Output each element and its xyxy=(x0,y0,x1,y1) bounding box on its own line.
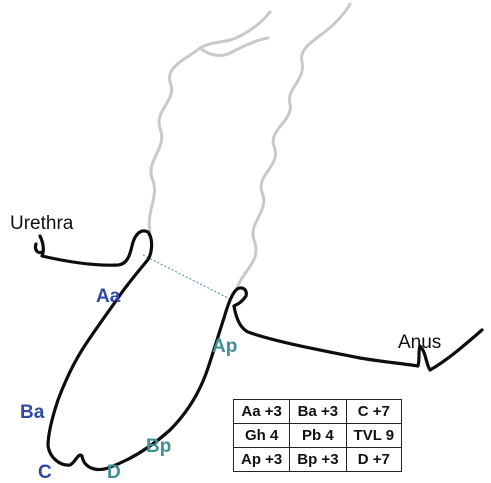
point-ba-label: Ba xyxy=(20,402,45,423)
prolapse-outline xyxy=(46,260,248,472)
popq-cell: Gh 4 xyxy=(232,423,291,448)
popq-grid: Aa +3 Ba +3 C +7 Gh 4 Pb 4 TVL 9 Ap +3 B… xyxy=(232,399,403,472)
urethra-outline xyxy=(33,229,154,267)
popq-cell: C +7 xyxy=(345,399,403,424)
normal-anterior-wall xyxy=(147,10,272,234)
point-bp-label: Bp xyxy=(146,436,172,457)
popq-cell: Pb 4 xyxy=(289,423,347,448)
popq-row: Gh 4 Pb 4 TVL 9 xyxy=(232,423,403,448)
anus-label: Anus xyxy=(398,332,442,353)
point-ap-label: Ap xyxy=(212,336,238,357)
point-aa-label: Aa xyxy=(96,286,121,307)
popq-cell: Ap +3 xyxy=(232,447,291,472)
popq-cell: Bp +3 xyxy=(289,447,347,472)
popq-cell: D +7 xyxy=(345,447,403,472)
popq-cell: Ba +3 xyxy=(289,399,347,424)
point-c-label: C xyxy=(38,462,52,483)
popq-cell: TVL 9 xyxy=(345,423,403,448)
perineum-outline xyxy=(232,304,484,372)
normal-apex xyxy=(198,36,270,57)
normal-posterior-wall xyxy=(234,2,352,292)
popq-row: Ap +3 Bp +3 D +7 xyxy=(232,447,403,472)
point-d-label: D xyxy=(107,462,121,483)
popq-cell: Aa +3 xyxy=(232,399,291,424)
hymen-line xyxy=(142,254,233,301)
popq-row: Aa +3 Ba +3 C +7 xyxy=(232,399,403,424)
urethra-label: Urethra xyxy=(10,213,74,234)
